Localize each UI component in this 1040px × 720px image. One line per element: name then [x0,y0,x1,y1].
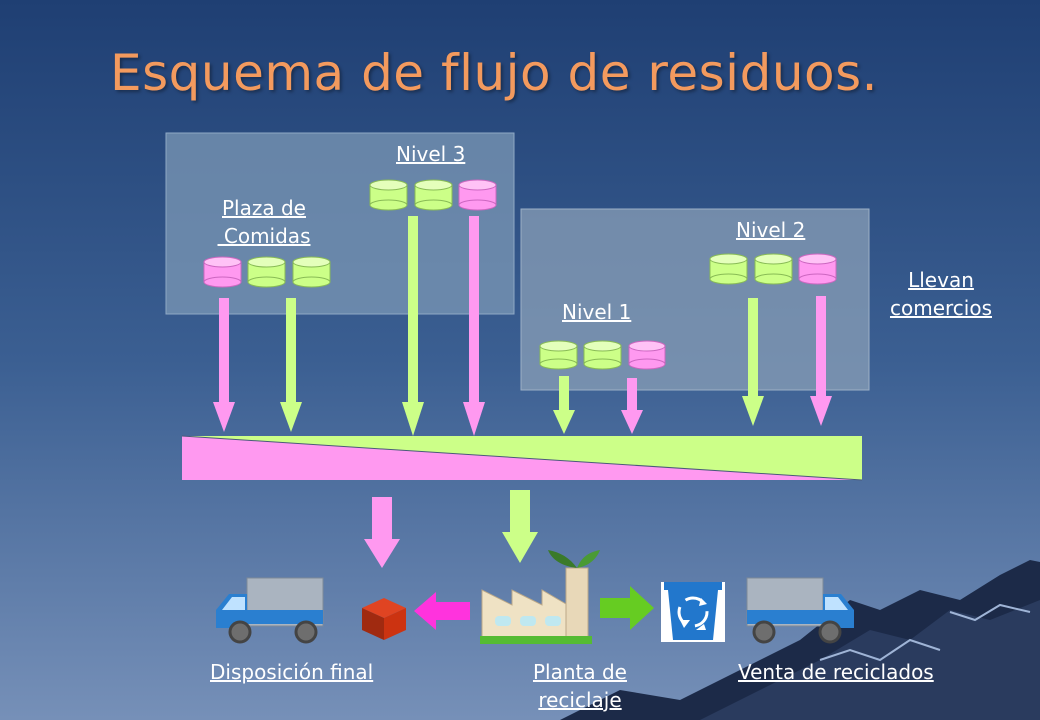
page-title: Esquema de flujo de residuos. [110,44,879,102]
bin-green-icon [583,340,622,370]
arrow-down-icon [213,298,235,432]
bin-green-icon [369,179,408,211]
bin-pink-icon [628,340,666,370]
bin-pink-icon [203,256,242,288]
factory-icon [480,550,600,644]
label-plaza: Plaza de Comidas [206,194,322,250]
label-nivel1: Nivel 1 [562,300,632,324]
bin-green-icon [754,253,793,285]
label-llevan-comercios: Llevan comercios [876,266,1006,322]
bin-pink-icon [458,179,497,211]
label-planta-line2: reciclaje [538,688,622,712]
bin-green-icon [414,179,453,211]
arrow-to-plant [502,490,538,563]
bins-nivel1 [539,340,666,370]
truck-icon [746,577,854,644]
bin-green-icon [709,253,748,285]
mountains-decoration [560,560,1040,720]
arrow-down-icon [742,298,764,426]
bins-nivel2 [709,253,837,285]
label-plaza-line2: Comidas [217,224,311,248]
recycle-bin-icon [661,582,725,642]
arrow-down-icon [621,378,643,434]
cube-icon [362,598,406,640]
arrow-down-icon [280,298,302,432]
label-planta-line1: Planta de [532,660,627,684]
label-llevan-line1: Llevan [908,268,974,292]
bins-nivel3 [369,179,497,211]
label-plaza-line1: Plaza de [222,196,306,220]
arrows-to-collector [213,216,832,436]
arrow-down-icon [553,376,575,434]
box-nivel1-nivel2 [520,208,870,391]
label-disposicion-final: Disposición final [210,660,374,684]
label-llevan-line2: comercios [889,296,992,320]
arrow-down-icon [463,216,485,436]
arrow-right-icon [600,586,654,630]
arrow-to-disposal [364,497,400,568]
arrow-down-icon [402,216,424,436]
label-venta-reciclados: Venta de reciclados [738,660,934,684]
label-nivel2: Nivel 2 [736,218,806,242]
truck-icon [216,577,324,644]
bin-green-icon [292,256,331,288]
collector-bar [181,435,863,481]
arrow-down-icon [810,296,832,426]
bin-green-icon [539,340,578,370]
bins-plaza [203,256,331,288]
arrow-left-icon [414,592,470,630]
bin-green-icon [247,256,286,288]
label-planta-reciclaje: Planta de reciclaje [518,658,642,714]
bin-pink-icon [798,253,837,285]
label-nivel3: Nivel 3 [396,142,466,166]
